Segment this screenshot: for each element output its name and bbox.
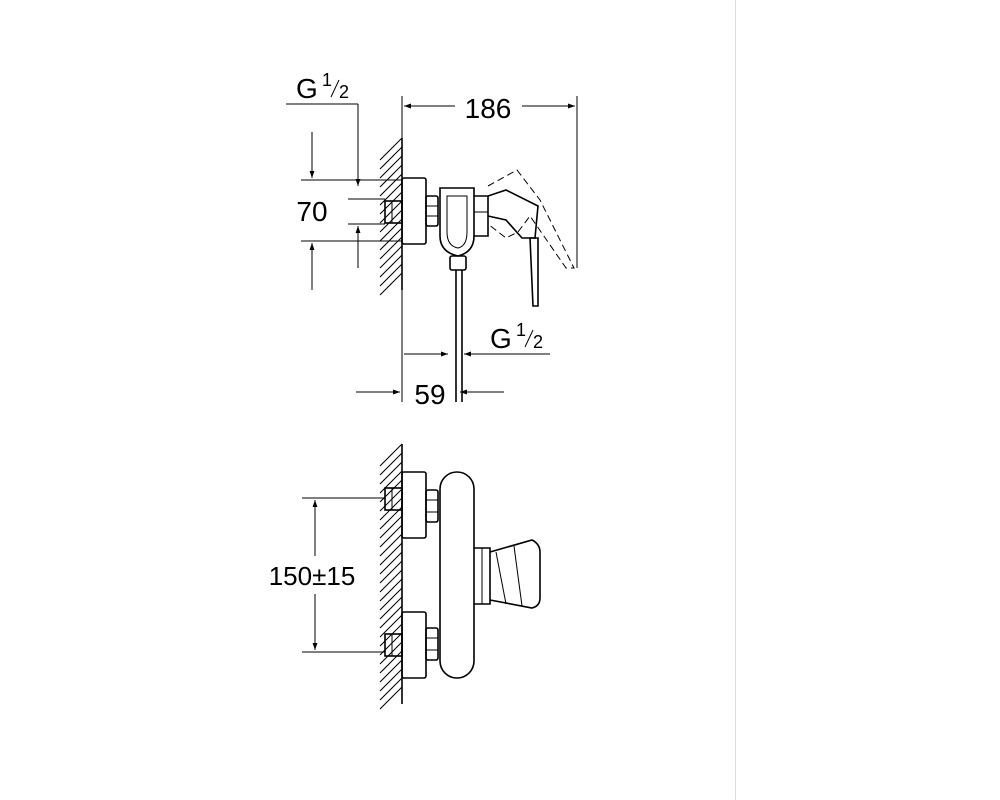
hatch-stroke — [379, 587, 403, 611]
hatch-stroke — [379, 209, 403, 233]
hatch-stroke — [379, 569, 403, 593]
hatch-stroke — [379, 155, 403, 179]
dimension-centers: 150±15 — [269, 497, 385, 653]
hatch-stroke — [379, 677, 403, 701]
hatch-stroke — [379, 263, 403, 287]
width-label: 186 — [465, 93, 512, 124]
lever-handle — [487, 189, 539, 307]
thread-bottom-numerator: 1 — [516, 320, 526, 340]
hatch-stroke — [379, 497, 403, 521]
hex-nut-top — [425, 195, 439, 227]
wall-hatch-top — [379, 137, 403, 296]
hatch-stroke — [379, 578, 403, 602]
wall-hatch-bottom — [379, 443, 403, 710]
hatch-stroke — [379, 146, 403, 170]
hatch-stroke — [379, 488, 403, 512]
hatch-stroke — [379, 632, 403, 656]
hatch-stroke — [379, 515, 403, 539]
centers-label: 150±15 — [269, 561, 356, 591]
hatch-stroke — [379, 236, 403, 260]
hatch-stroke — [379, 254, 403, 278]
hatch-stroke — [379, 137, 403, 161]
hatch-stroke — [379, 596, 403, 620]
thread-label-top: G 1 2 — [286, 70, 361, 186]
hatch-stroke — [379, 461, 403, 485]
dimension-depth: 59 G 1 2 — [356, 290, 550, 410]
panel-divider — [735, 0, 736, 800]
hatch-stroke — [379, 191, 403, 215]
thread-top-denominator: 2 — [339, 82, 349, 102]
dimension-width: 186 — [401, 93, 578, 268]
hatch-stroke — [379, 164, 403, 188]
wall-flange-top — [384, 177, 427, 245]
mixer-body-front — [439, 471, 475, 679]
hatch-stroke — [379, 479, 403, 503]
front-view: 150±15 — [269, 443, 541, 710]
hatch-stroke — [379, 551, 403, 575]
hatch-stroke — [379, 443, 403, 467]
hatch-stroke — [379, 227, 403, 251]
hatch-stroke — [379, 614, 403, 638]
thread-top-letter: G — [296, 73, 318, 104]
thread-bottom-denominator: 2 — [533, 332, 543, 352]
hatch-stroke — [379, 200, 403, 224]
hatch-stroke — [379, 182, 403, 206]
hatch-stroke — [379, 524, 403, 548]
depth-label: 59 — [414, 379, 445, 410]
connection-upper — [384, 471, 439, 539]
thread-bottom-letter: G — [490, 323, 512, 354]
hatch-stroke — [379, 668, 403, 692]
thread-top-numerator: 1 — [322, 70, 332, 90]
hatch-stroke — [379, 542, 403, 566]
hatch-stroke — [379, 272, 403, 296]
hatch-stroke — [379, 605, 403, 629]
dimension-height: 70 — [296, 132, 402, 290]
mixer-body-side — [439, 187, 489, 402]
hatch-stroke — [379, 533, 403, 557]
height-label: 70 — [296, 196, 327, 227]
hatch-stroke — [379, 560, 403, 584]
hatch-stroke — [379, 641, 403, 665]
connection-lower — [384, 611, 439, 679]
lever-front — [474, 539, 541, 609]
hatch-stroke — [379, 659, 403, 683]
hatch-stroke — [379, 470, 403, 494]
hatch-stroke — [379, 623, 403, 647]
hatch-stroke — [379, 650, 403, 674]
hatch-stroke — [379, 173, 403, 197]
hatch-stroke — [379, 245, 403, 269]
hatch-stroke — [379, 452, 403, 476]
side-view: 186 G 1 2 70 59 — [286, 70, 578, 410]
hatch-stroke — [379, 686, 403, 710]
lever-handle-open-dashed — [487, 169, 575, 269]
